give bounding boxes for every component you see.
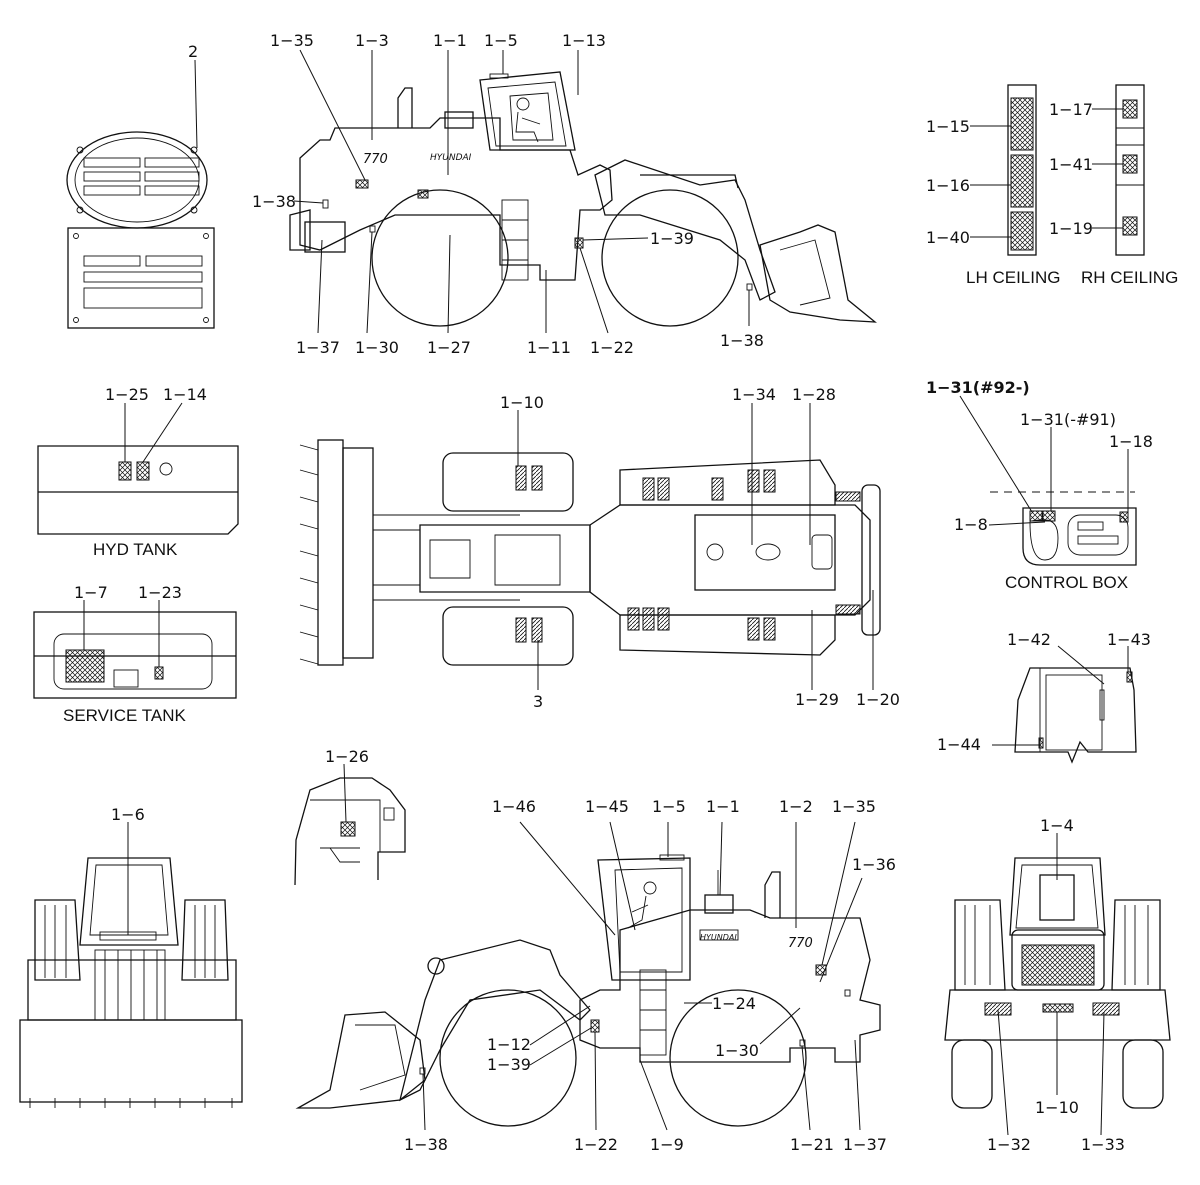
label-1-35-bottom: 1−35 bbox=[832, 797, 876, 816]
label-1-7: 1−7 bbox=[74, 583, 108, 602]
brand-mark-side-left: HYUNDAI bbox=[430, 153, 472, 163]
label-1-32: 1−32 bbox=[987, 1135, 1031, 1154]
caption-lh-ceiling: LH CEILING bbox=[966, 268, 1060, 287]
loader-side-view-left: 770 HYUNDAI bbox=[289, 49, 877, 334]
label-1-22-top: 1−22 bbox=[590, 338, 634, 357]
step-detail bbox=[294, 763, 406, 886]
label-1-11: 1−11 bbox=[527, 338, 571, 357]
label-1-31-91: 1−31(-#91) bbox=[1020, 410, 1116, 429]
label-1-29: 1−29 bbox=[795, 690, 839, 709]
label-1-39-top: 1−39 bbox=[650, 229, 694, 248]
label-1-24: 1−24 bbox=[712, 994, 756, 1013]
service-tank-diagram bbox=[33, 600, 237, 699]
label-1-5-top: 1−5 bbox=[484, 31, 518, 50]
label-1-6: 1−6 bbox=[111, 805, 145, 824]
label-1-2: 1−2 bbox=[779, 797, 813, 816]
label-1-1-top: 1−1 bbox=[433, 31, 467, 50]
label-1-20: 1−20 bbox=[856, 690, 900, 709]
label-1-36: 1−36 bbox=[852, 855, 896, 874]
label-1-37-top: 1−37 bbox=[296, 338, 340, 357]
label-1-38-bucket: 1−38 bbox=[720, 331, 764, 350]
label-1-35-top: 1−35 bbox=[270, 31, 314, 50]
label-1-19: 1−19 bbox=[1049, 219, 1093, 238]
label-1-37-bottom: 1−37 bbox=[843, 1135, 887, 1154]
label-1-14: 1−14 bbox=[163, 385, 207, 404]
hyd-tank-diagram bbox=[37, 402, 239, 535]
label-1-16: 1−16 bbox=[926, 176, 970, 195]
label-3: 3 bbox=[533, 692, 543, 711]
label-1-46: 1−46 bbox=[492, 797, 536, 816]
label-1-25: 1−25 bbox=[105, 385, 149, 404]
ceiling-decals bbox=[970, 84, 1145, 256]
label-1-30-top: 1−30 bbox=[355, 338, 399, 357]
model-mark-side-right: 770 bbox=[788, 936, 813, 951]
label-1-12: 1−12 bbox=[487, 1035, 531, 1054]
door-detail bbox=[992, 645, 1137, 764]
label-1-23: 1−23 bbox=[138, 583, 182, 602]
label-1-8: 1−8 bbox=[954, 515, 988, 534]
label-1-43: 1−43 bbox=[1107, 630, 1151, 649]
label-1-3: 1−3 bbox=[355, 31, 389, 50]
loader-rear-view bbox=[944, 833, 1171, 1136]
label-1-10-top: 1−10 bbox=[500, 393, 544, 412]
caption-service-tank: SERVICE TANK bbox=[63, 706, 186, 725]
label-1-39-bottom: 1−39 bbox=[487, 1055, 531, 1074]
caption-control-box: CONTROL BOX bbox=[1005, 573, 1128, 592]
label-1-42: 1−42 bbox=[1007, 630, 1051, 649]
loader-top-view bbox=[299, 403, 881, 690]
label-1-45: 1−45 bbox=[585, 797, 629, 816]
label-1-17: 1−17 bbox=[1049, 100, 1093, 119]
loader-front-view bbox=[19, 822, 243, 1108]
caption-rh-ceiling: RH CEILING bbox=[1081, 268, 1178, 287]
label-1-21: 1−21 bbox=[790, 1135, 834, 1154]
label-1-33: 1−33 bbox=[1081, 1135, 1125, 1154]
label-1-44: 1−44 bbox=[937, 735, 981, 754]
control-box-diagram bbox=[959, 395, 1137, 566]
label-1-34: 1−34 bbox=[732, 385, 776, 404]
label-1-30-bottom: 1−30 bbox=[715, 1041, 759, 1060]
label-1-10-rear: 1−10 bbox=[1035, 1098, 1079, 1117]
label-1-31-92: 1−31(#92-) bbox=[926, 378, 1030, 397]
label-1-22-bottom: 1−22 bbox=[574, 1135, 618, 1154]
label-1-40: 1−40 bbox=[926, 228, 970, 247]
loader-side-view-right: 770 HYUNDAI bbox=[295, 821, 881, 1131]
label-1-15: 1−15 bbox=[926, 117, 970, 136]
label-1-9: 1−9 bbox=[650, 1135, 684, 1154]
label-1-13: 1−13 bbox=[562, 31, 606, 50]
label-1-5-bottom: 1−5 bbox=[652, 797, 686, 816]
label-1-27: 1−27 bbox=[427, 338, 471, 357]
label-1-38-left: 1−38 bbox=[252, 192, 296, 211]
label-2: 2 bbox=[188, 42, 198, 61]
model-mark-side-left: 770 bbox=[363, 152, 388, 167]
label-1-38-bottom: 1−38 bbox=[404, 1135, 448, 1154]
brand-mark-side-right: HYUNDAI bbox=[700, 933, 737, 942]
caption-hyd-tank: HYD TANK bbox=[93, 540, 178, 559]
label-1-18: 1−18 bbox=[1109, 432, 1153, 451]
label-1-26: 1−26 bbox=[325, 747, 369, 766]
label-1-4: 1−4 bbox=[1040, 816, 1074, 835]
label-1-41: 1−41 bbox=[1049, 155, 1093, 174]
label-1-28: 1−28 bbox=[792, 385, 836, 404]
label-1-1-bottom: 1−1 bbox=[706, 797, 740, 816]
nameplate-decals bbox=[66, 59, 215, 329]
